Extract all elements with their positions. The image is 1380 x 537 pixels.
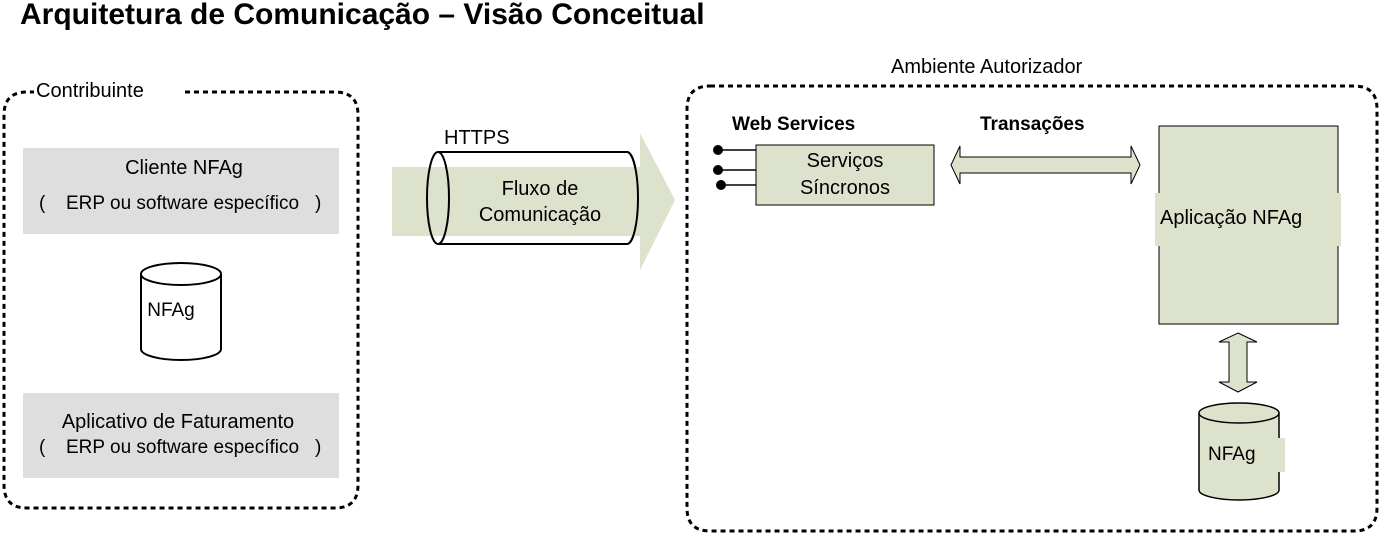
- https-flow-arrow-icon: [392, 133, 675, 270]
- aplicativo-faturamento-title: Aplicativo de Faturamento: [61, 411, 295, 433]
- contribuinte-label: Contribuinte: [36, 80, 144, 102]
- ambiente-database-icon: [1198, 402, 1285, 501]
- web-service-endpoints-icon: [713, 145, 756, 190]
- aplicacao-nfag-label: Aplicação NFAg: [1160, 207, 1303, 229]
- aplicativo-faturamento-box: [23, 393, 339, 478]
- servicos-sincronos-box: [755, 144, 935, 206]
- pipe-label-line2: Comunicação: [478, 204, 602, 226]
- contribuinte-database-label: NFAg: [147, 300, 195, 321]
- pipe-label-line1: Fluxo de: [501, 178, 579, 200]
- ambiente-database-label: NFAg: [1208, 444, 1256, 465]
- transacoes-double-arrow-icon: [950, 145, 1141, 185]
- cliente-paren-open: (: [39, 193, 46, 214]
- https-label: HTTPS: [444, 127, 510, 149]
- web-services-label: Web Services: [732, 114, 856, 135]
- cliente-subtitle: ERP ou software específico: [66, 193, 300, 214]
- cliente-nfag-title: Cliente NFAg: [125, 157, 243, 179]
- vertical-double-arrow-icon: [1218, 332, 1258, 393]
- ambiente-label: Ambiente Autorizador: [891, 56, 1083, 78]
- servicos-line2: Síncronos: [799, 177, 891, 199]
- cliente-paren-close: ): [315, 193, 322, 214]
- contribuinte-boundary: [2, 90, 360, 510]
- aplicativo-subtitle: ERP ou software específico: [66, 437, 300, 458]
- cliente-nfag-box: [23, 148, 339, 234]
- contribuinte-database-icon: [140, 262, 222, 361]
- servicos-line1: Serviços: [806, 150, 884, 172]
- aplicativo-paren-open: (: [39, 437, 46, 458]
- ambiente-boundary: [685, 84, 1379, 533]
- aplicativo-paren-close: ): [315, 437, 322, 458]
- transacoes-label: Transações: [980, 114, 1085, 135]
- page-title: Arquitetura de Comunicação – Visão Conce…: [20, 0, 705, 31]
